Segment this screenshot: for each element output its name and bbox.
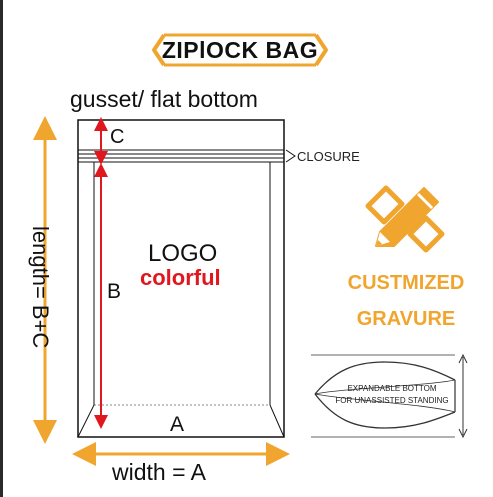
title-badge: ZIPlOCK BAG	[150, 32, 330, 68]
left-edge-strip	[0, 0, 3, 497]
title-bracket-shape	[152, 33, 328, 67]
gusset-label: gusset/ flat bottom	[70, 86, 258, 112]
gravure-text: GRAVURE	[356, 308, 456, 330]
pencil-ruler-icon	[365, 185, 445, 253]
closure-label: CLOSURE	[297, 149, 360, 164]
dimension-b-label: B	[107, 280, 122, 303]
customized-text: CUSTMIZED	[347, 272, 465, 294]
dimension-a-label: A	[170, 413, 185, 436]
page-title: ZIPlOCK BAG	[161, 37, 319, 63]
colorful-text: colorful	[140, 265, 221, 290]
logo-text: LOGO	[148, 240, 218, 267]
dimension-c-label: C	[110, 126, 125, 148]
expandable-bottom-line2: FOR UNASSISTED STANDING	[335, 396, 449, 405]
length-label: length= B+C	[28, 226, 53, 349]
expandable-bottom-diagram	[311, 353, 468, 439]
width-label: width = A	[112, 459, 206, 485]
expandable-bottom-line1: EXPANDABLE BOTTOM	[347, 384, 437, 393]
